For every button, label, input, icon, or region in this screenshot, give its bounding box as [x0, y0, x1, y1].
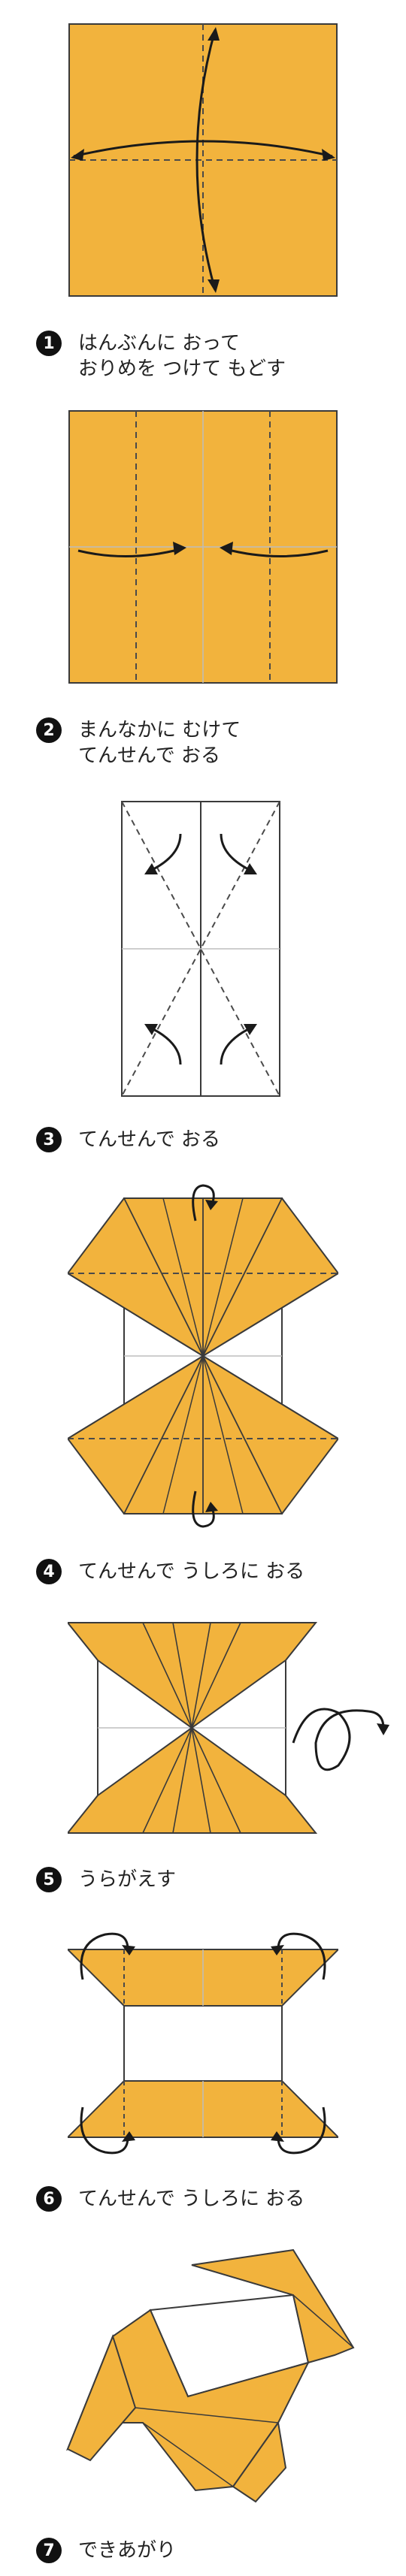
front-crease — [135, 2407, 279, 2423]
bottom-mid-left — [162, 1355, 204, 1514]
right-flap-crease — [292, 2294, 354, 2348]
square-paper — [68, 23, 338, 297]
top-right-back-arrow — [277, 1932, 326, 1980]
step-5-text: うらがえす — [78, 1867, 176, 1892]
top-left-back-arrow — [80, 1932, 129, 1980]
step-2-text: まんなかに むけて てんせんで おる — [78, 717, 241, 769]
top-fold-back-arrow — [192, 1184, 215, 1222]
top-left-ray — [123, 1197, 204, 1357]
step-4-line-1: てんせんで うしろに おる — [78, 1560, 305, 1583]
step-1-badge: 1 — [36, 331, 62, 356]
arrowhead-ll — [144, 1024, 158, 1035]
step-4-figure — [68, 1184, 338, 1528]
top-right-inner — [202, 1273, 338, 1357]
top-ray-2 — [172, 1622, 192, 1729]
arrowhead-bl — [122, 2131, 135, 2142]
bottom-ray-3 — [191, 1727, 211, 1834]
step-6-figure — [68, 1932, 338, 2155]
finished-leg-right — [232, 2420, 287, 2503]
top-right-ray — [202, 1197, 283, 1357]
bottom-ray-2 — [172, 1727, 192, 1834]
top-ray-3 — [191, 1622, 211, 1729]
top-flap — [68, 1622, 318, 1729]
horizontal-fold-arrow — [73, 140, 333, 158]
bottom-mid-right — [202, 1355, 244, 1514]
bottom-right-back-arrow — [277, 2106, 326, 2155]
diagonal-fold-line-a — [121, 801, 280, 1097]
arrowhead-ur — [244, 863, 257, 874]
step-1-figure — [68, 23, 338, 297]
white-band — [123, 2005, 283, 2082]
diagonal-fold-line-b — [121, 801, 280, 1097]
front-crease-2 — [142, 2422, 234, 2487]
step-3-line-1: てんせんで おる — [78, 1128, 220, 1151]
step-7-figure — [65, 2248, 355, 2503]
arrowhead-top-back — [205, 1200, 218, 1210]
step-4-label: 4 てんせんで うしろに おる — [36, 1559, 304, 1584]
arrowhead-bottom-back — [205, 1502, 218, 1512]
step-3-badge: 3 — [36, 1127, 62, 1152]
arrowhead-tr — [271, 1945, 284, 1955]
step-3-label: 3 てんせんで おる — [36, 1127, 220, 1152]
vertical-fold-arrow — [195, 29, 217, 291]
step-5-line-1: うらがえす — [78, 1868, 177, 1891]
step-6-text: てんせんで うしろに おる — [78, 2186, 304, 2212]
step-3-text: てんせんで おる — [78, 1127, 220, 1152]
right-fold-arrow — [225, 548, 329, 557]
step-7-text: できあがり — [78, 2538, 176, 2563]
bottom-right-inner — [202, 1355, 338, 1439]
top-ray-4 — [191, 1622, 241, 1729]
step-1-line-1: はんぶんに おって — [78, 332, 240, 355]
step-5-label: 5 うらがえす — [36, 1867, 176, 1892]
top-left-inner — [68, 1273, 204, 1357]
top-ray-1 — [142, 1622, 192, 1729]
bottom-ray-4 — [191, 1727, 241, 1834]
left-fold-arrow — [77, 548, 181, 557]
step-6-line-1: てんせんで うしろに おる — [78, 2188, 305, 2210]
arrowhead-right — [322, 149, 335, 161]
arrowhead-left — [71, 149, 84, 161]
step-5-badge: 5 — [36, 1867, 62, 1892]
step-5-figure — [68, 1622, 389, 1834]
bottom-right-ray — [202, 1355, 283, 1514]
arrowhead-left-fold — [173, 542, 186, 555]
turn-over-arrow — [292, 1708, 385, 1771]
arrowhead-br — [271, 2131, 284, 2142]
step-6-label: 6 てんせんで うしろに おる — [36, 2186, 304, 2212]
top-mid-right — [202, 1197, 244, 1357]
step-2-line-2: てんせんで おる — [78, 744, 220, 767]
step-2-figure — [68, 410, 338, 684]
step-1-text: はんぶんに おって おりめを つけて もどす — [78, 331, 286, 382]
bottom-left-back-arrow — [80, 2106, 129, 2155]
step-2-line-1: まんなかに むけて — [78, 719, 241, 741]
arrowhead-ul — [144, 863, 158, 874]
step-1-label: 1 はんぶんに おって おりめを つけて もどす — [36, 331, 286, 382]
step-7-line-1: できあがり — [78, 2539, 177, 2562]
step-3-figure — [121, 801, 280, 1097]
bottom-ray-1 — [142, 1727, 192, 1834]
step-6-badge: 6 — [36, 2186, 62, 2212]
step-4-text: てんせんで うしろに おる — [78, 1559, 304, 1584]
bottom-fold-back-arrow — [192, 1490, 215, 1528]
arrowhead-top — [208, 27, 220, 41]
bottom-left-ray — [123, 1355, 204, 1514]
arrowhead-turn-over — [377, 1723, 389, 1735]
arrowhead-right-fold — [220, 542, 233, 555]
step-1-line-2: おりめを つけて もどす — [78, 358, 286, 380]
step-2-badge: 2 — [36, 717, 62, 743]
step-7-badge: 7 — [36, 2538, 62, 2563]
top-mid-left — [162, 1197, 204, 1357]
arrowhead-lr — [244, 1024, 257, 1035]
arrowhead-bottom — [208, 279, 220, 293]
step-2-label: 2 まんなかに むけて てんせんで おる — [36, 717, 241, 769]
arrowhead-tl — [122, 1945, 135, 1955]
bottom-flap — [68, 1726, 318, 1834]
bottom-left-inner — [68, 1355, 204, 1439]
step-7-label: 7 できあがり — [36, 2538, 176, 2563]
step-4-badge: 4 — [36, 1559, 62, 1584]
